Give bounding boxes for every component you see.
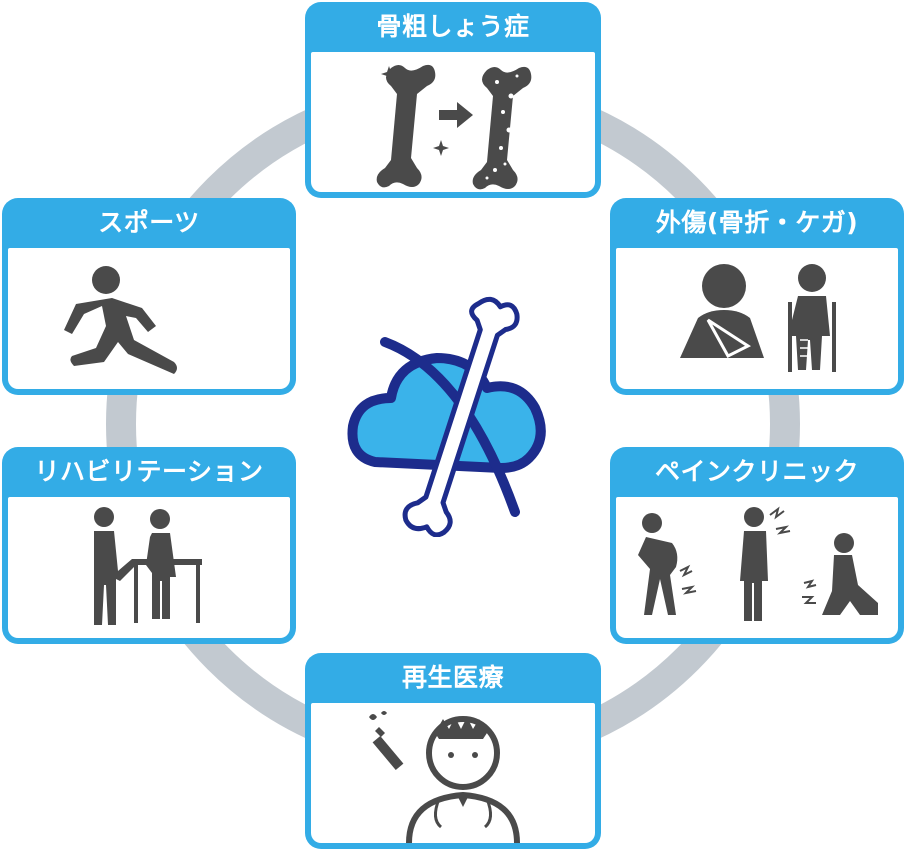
card-osteoporosis[interactable]: 骨粗しょう症	[305, 2, 601, 198]
card-title-pain: ペインクリニック	[654, 457, 859, 486]
card-body-sports	[8, 248, 290, 389]
card-body-osteoporosis	[311, 52, 595, 192]
card-body-trauma	[616, 248, 898, 389]
card-body-regen	[311, 703, 595, 843]
card-body-rehab	[8, 497, 290, 638]
card-body-pain	[616, 497, 898, 638]
runner-icon	[64, 266, 177, 374]
card-title-regen: 再生医療	[401, 663, 504, 692]
card-title-sports: スポーツ	[98, 208, 200, 237]
card-sports[interactable]: スポーツ	[2, 198, 296, 395]
card-trauma[interactable]: 外傷(骨折・ケガ)	[610, 198, 904, 395]
card-title-trauma: 外傷(骨折・ケガ)	[655, 208, 859, 237]
card-regen[interactable]: 再生医療	[305, 653, 601, 849]
rehabilitation-icon	[94, 507, 202, 625]
pain-people-icon	[638, 506, 878, 621]
injured-people-icon	[680, 264, 836, 372]
card-pain[interactable]: ペインクリニック	[610, 447, 904, 644]
doctor-syringe-icon	[369, 711, 520, 843]
card-title-rehab: リハビリテーション	[34, 457, 264, 486]
card-title-osteoporosis: 骨粗しょう症	[376, 12, 530, 41]
bone-degeneration-icon	[376, 64, 532, 190]
bone-cloud-logo-icon	[347, 296, 546, 537]
card-rehab[interactable]: リハビリテーション	[2, 447, 296, 644]
